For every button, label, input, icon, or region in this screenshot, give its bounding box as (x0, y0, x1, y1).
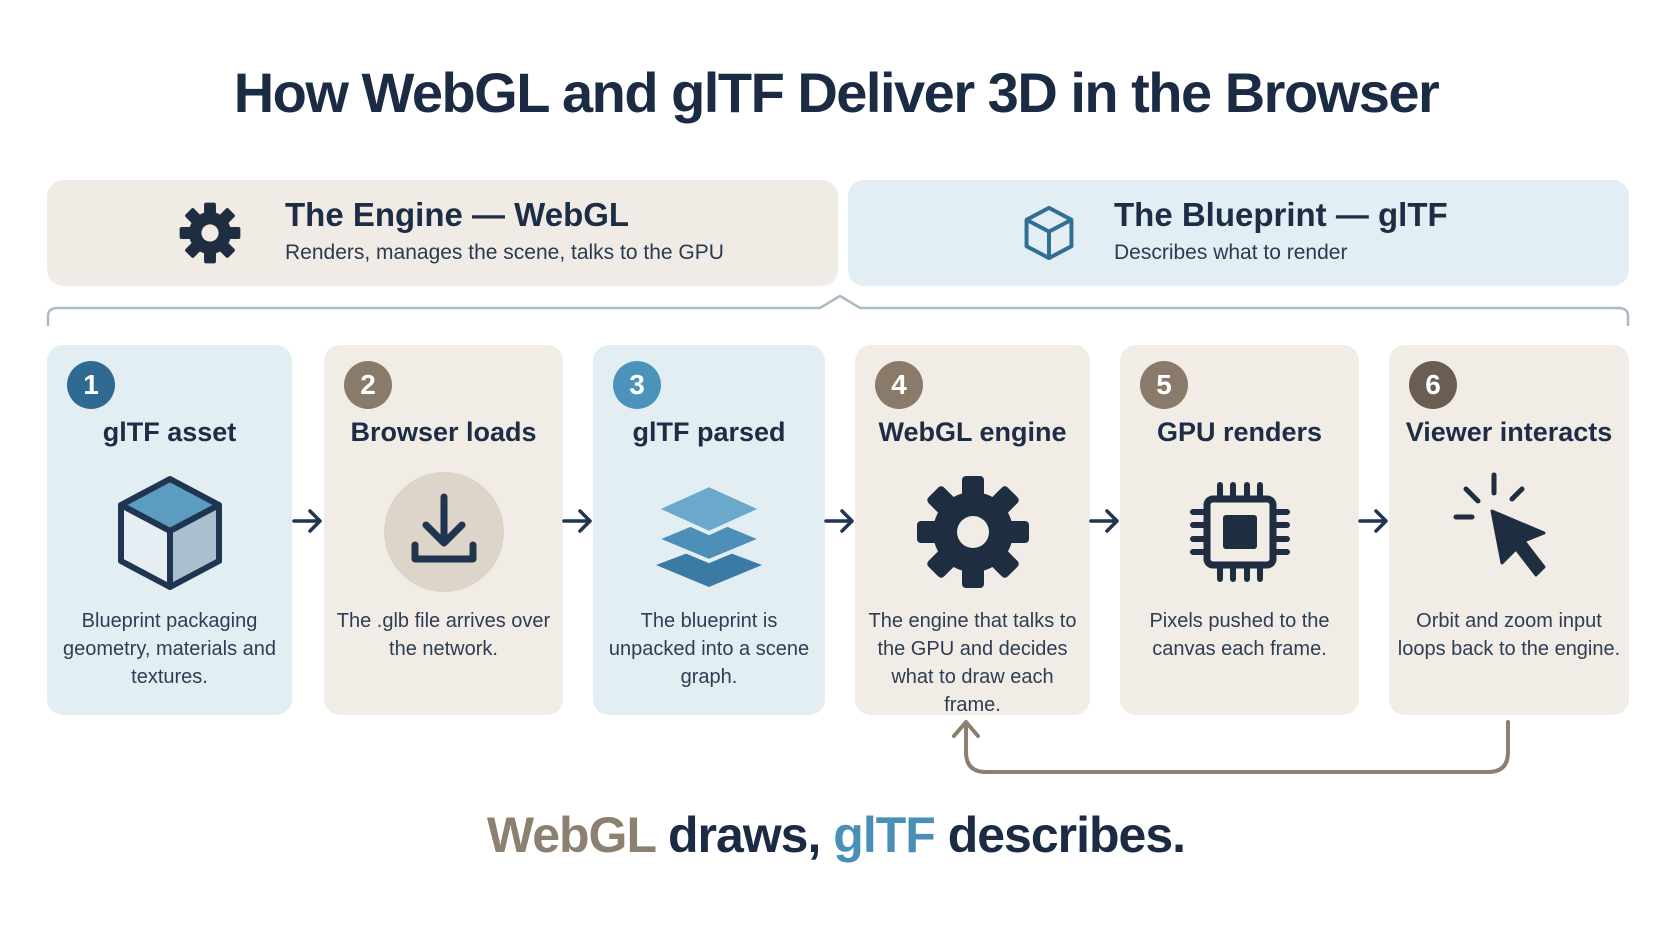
step-title: glTF asset (102, 417, 237, 447)
download-icon (383, 472, 504, 592)
step-number-badge: 4 (875, 361, 923, 409)
step-card-gltf-parsed: 3 glTF parsed The blueprint is unpacked … (593, 345, 825, 715)
step-card-gltf-asset: 1 glTF asset Blueprint packaging geometr… (47, 345, 292, 715)
step-number-badge: 3 (613, 361, 661, 409)
step-number-badge: 5 (1140, 361, 1188, 409)
step-title: Browser loads (350, 417, 537, 447)
tagline-webgl: WebGL (486, 807, 656, 863)
blueprint-banner-title: The Blueprint — glTF (1114, 196, 1448, 233)
tagline: WebGL draws, glTF describes. (0, 806, 1672, 864)
cube-outline-icon (1024, 205, 1074, 261)
tagline-describes: describes. (934, 807, 1186, 863)
page-title: How WebGL and glTF Deliver 3D in the Bro… (233, 61, 1440, 124)
cube-icon (117, 476, 222, 590)
step-description: Pixels pushed to the canvas each frame. (1149, 610, 1330, 660)
step-description: The blueprint is unpacked into a scene g… (608, 610, 810, 688)
grouping-brace (46, 294, 1630, 326)
step-card-gpu-renders: 5 GPU renders Pixels pushed to the canva… (1120, 345, 1359, 715)
arrow-right-icon (824, 509, 854, 533)
step-description: The .glb file arrives over the network. (336, 610, 551, 660)
step-description: The engine that talks to the GPU and dec… (868, 610, 1077, 716)
step-card-webgl-engine: 4 WebGL engine The engine that talks to … (855, 345, 1090, 716)
step-title: Viewer interacts (1405, 417, 1613, 447)
arrow-right-icon (562, 509, 592, 533)
tagline-gltf: glTF (833, 807, 936, 863)
blueprint-banner: The Blueprint — glTF Describes what to r… (848, 180, 1629, 286)
tagline-draws: draws, (655, 807, 834, 863)
chip-icon (1189, 482, 1290, 582)
feedback-loop-arrow (952, 720, 1510, 774)
step-card-browser-loads: 2 Browser loads The .glb file arrives ov… (324, 345, 563, 715)
arrow-right-icon (292, 509, 322, 533)
step-description: Orbit and zoom input loops back to the e… (1397, 610, 1621, 660)
step-number-badge: 1 (67, 361, 115, 409)
step-number-badge: 6 (1409, 361, 1457, 409)
step-title: glTF parsed (632, 417, 786, 447)
engine-banner-subtitle: Renders, manages the scene, talks to the… (285, 241, 724, 264)
gear-icon (916, 476, 1029, 588)
arrow-right-icon (1089, 509, 1119, 533)
step-card-viewer-interacts: 6 Viewer interacts Orbit and zoom input … (1389, 345, 1629, 715)
step-description: Blueprint packaging geometry, materials … (62, 610, 277, 688)
step-number-badge: 2 (344, 361, 392, 409)
engine-banner: The Engine — WebGL Renders, manages the … (47, 180, 838, 286)
blueprint-banner-subtitle: Describes what to render (1114, 241, 1348, 264)
arrow-right-icon (1358, 509, 1388, 533)
step-title: WebGL engine (878, 417, 1067, 447)
gear-icon (179, 202, 241, 264)
cursor-click-icon (1453, 472, 1546, 577)
layers-icon (650, 482, 768, 587)
engine-banner-title: The Engine — WebGL (285, 196, 630, 233)
step-title: GPU renders (1156, 417, 1323, 447)
